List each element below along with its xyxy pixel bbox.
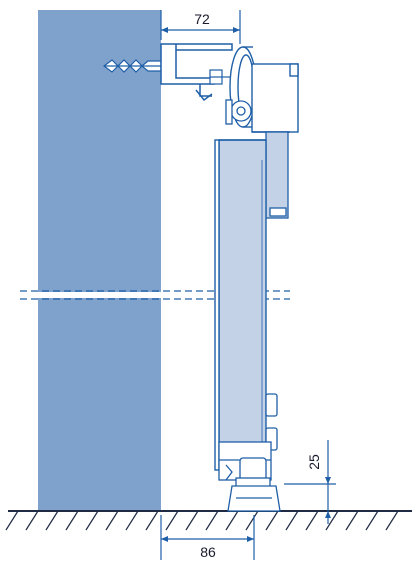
dimension-label-top: 72 bbox=[194, 11, 210, 27]
floor-guide bbox=[225, 457, 281, 512]
adjustment-nut bbox=[209, 69, 236, 85]
break-gap bbox=[38, 292, 161, 298]
door-panel bbox=[214, 139, 267, 471]
dimension-label-bottom: 86 bbox=[200, 544, 216, 560]
gap-dimension bbox=[284, 440, 336, 524]
wall bbox=[38, 10, 161, 510]
bottom-dimension bbox=[160, 515, 255, 560]
panel-hanger bbox=[265, 131, 289, 219]
mounting-bracket bbox=[160, 43, 233, 102]
roller-bolt bbox=[225, 99, 252, 125]
floor bbox=[5, 510, 412, 531]
top-dimension bbox=[160, 10, 241, 44]
dimension-label-gap: 25 bbox=[306, 454, 322, 470]
carriage-housing bbox=[251, 63, 299, 133]
